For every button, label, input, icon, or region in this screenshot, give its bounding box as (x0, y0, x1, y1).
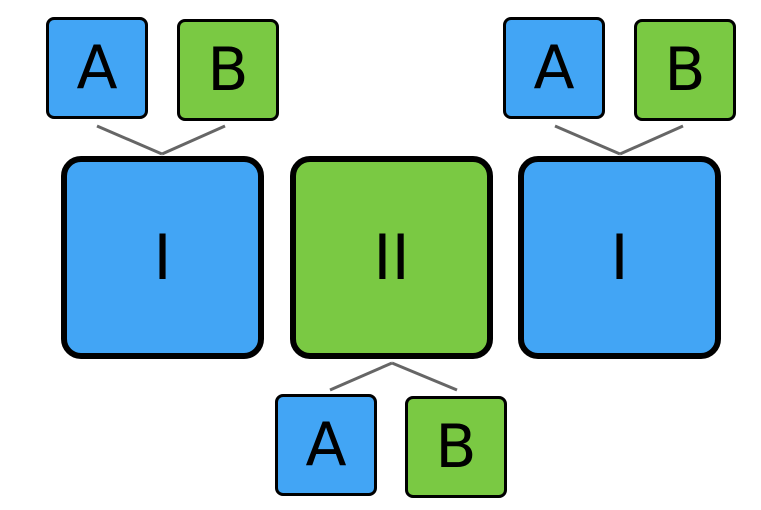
node-i: I (61, 156, 264, 359)
node-ii: II (290, 156, 493, 359)
node-a: A (503, 17, 605, 119)
connector-line (161, 124, 226, 156)
node-i: I (518, 156, 721, 359)
node-a: A (46, 17, 148, 119)
connector-line (329, 361, 393, 392)
node-b: B (405, 396, 507, 498)
node-b: B (177, 19, 279, 121)
node-b: B (634, 19, 736, 121)
connector-line (554, 124, 621, 156)
connector-line (619, 124, 684, 156)
node-a: A (275, 394, 377, 496)
connector-line (96, 124, 163, 156)
connector-line (391, 361, 458, 392)
